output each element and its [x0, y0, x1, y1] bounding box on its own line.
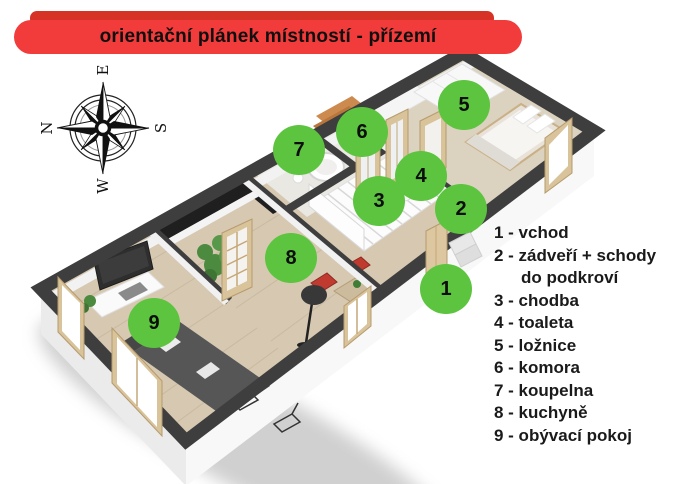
legend-item-2b: do podkroví [521, 268, 619, 287]
page-title: orientační plánek místností - přízemí [99, 26, 437, 47]
kitchen-counter [151, 176, 259, 240]
legend-item-2: 2 - zádveří + schody [494, 245, 657, 265]
table-plant [353, 280, 361, 288]
compass-label-east: E [94, 65, 112, 76]
compass-label-south: S [152, 123, 170, 133]
legend-item-4: 4 - toaleta [494, 313, 574, 332]
compass-hub [94, 119, 112, 137]
room-marker-5: 5 [438, 80, 490, 130]
room-marker-2: 2 [435, 184, 487, 234]
room-marker-6: 6 [336, 107, 388, 157]
legend-item-3: 3 - chodba [494, 290, 580, 310]
legend: 1 - vchod 2 - zádveří + schody do podkro… [494, 222, 656, 447]
tv-stand-shelf [118, 282, 148, 301]
room-marker-1: 1 [420, 264, 472, 314]
legend-item-9: 9 - obývací pokoj [494, 425, 632, 445]
compass-label-north: N [38, 121, 56, 134]
end-window [57, 275, 85, 361]
compass-major-points [56, 81, 150, 175]
kitchen-sliding-door [221, 218, 253, 302]
pantry-shelf [316, 96, 362, 124]
legend-item-7: 7 - koupelna [494, 380, 594, 400]
sofa-pillow [196, 362, 220, 379]
room-marker-7: 7 [273, 125, 325, 175]
room-marker-4: 4 [395, 151, 447, 201]
bedroom-window [544, 117, 573, 194]
bed-pillow [526, 113, 556, 134]
compass-label-west: W [94, 178, 112, 194]
front-wall-face [186, 131, 594, 484]
tv-screen-glass [98, 246, 149, 284]
kitchen-cabinet-face [166, 188, 265, 245]
room-marker-8: 8 [265, 233, 317, 283]
porch-step [454, 243, 483, 268]
bed-pillow [512, 104, 542, 125]
living-window [343, 285, 372, 350]
stair-railing [308, 182, 365, 253]
title-banner: orientační plánek místností - přízemí [14, 20, 522, 54]
legend-item-1: 1 - vchod [494, 223, 569, 242]
perimeter-wall [30, 45, 606, 450]
room-marker-9: 9 [128, 298, 180, 348]
end-window [111, 326, 163, 438]
bed-blanket [466, 134, 520, 170]
legend-item-5: 5 - ložnice [494, 335, 577, 355]
legend-item-8: 8 - kuchyně [494, 403, 588, 422]
sofa-pillow [157, 335, 181, 352]
compass-rose: N E S W [38, 65, 170, 194]
legend-item-6: 6 - komora [494, 358, 580, 377]
